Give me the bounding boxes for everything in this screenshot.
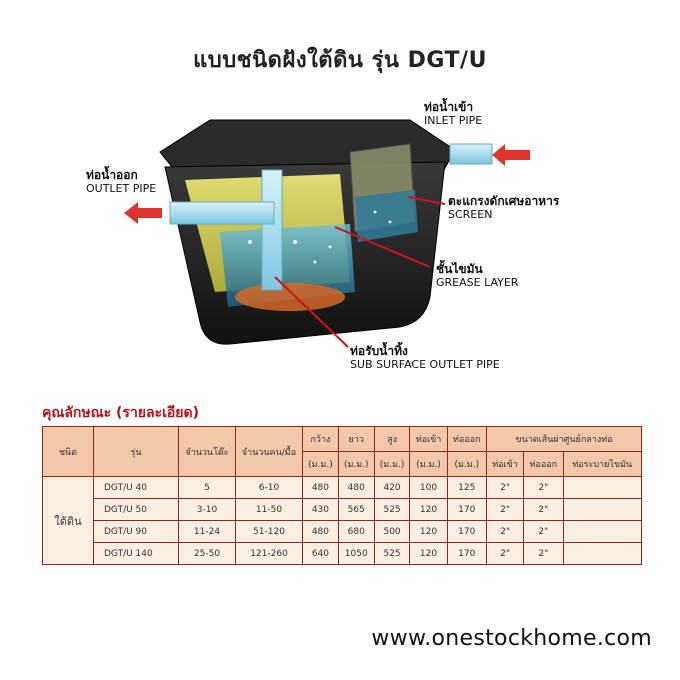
col-sub-drain: ท่อระบายไขมัน — [562, 451, 643, 477]
col-persons: จำนวนคน/มื้อ — [235, 426, 303, 477]
cell-outlet: 170 — [446, 498, 488, 521]
table-row: DGT/U 50 3-10 11-50 430 565 525 120 170 … — [43, 498, 643, 521]
col-diameter-group: ขนาดเส้นผ่าศูนย์กลางท่อ — [486, 426, 642, 452]
leader-lines — [274, 196, 446, 348]
website-url: www.onestockhome.com — [371, 626, 652, 651]
screen-water — [355, 190, 418, 242]
col-type: ชนิด — [42, 426, 94, 477]
callout-screen-th: ตะแกรงดักเศษอาหาร — [448, 194, 560, 208]
cell-width: 480 — [302, 476, 339, 499]
callout-outlet: ท่อน้ำออก OUTLET PIPE — [86, 168, 156, 196]
cell-height: 525 — [373, 498, 411, 521]
callout-inlet-th: ท่อน้ำเข้า — [424, 100, 474, 114]
callout-grease: ชั้นไขมัน GREASE LAYER — [436, 262, 518, 290]
sludge — [235, 283, 345, 311]
cell-tables: 11-24 — [178, 520, 236, 543]
unit-outlet: (ม.ม.) — [446, 451, 488, 477]
spec-table: ชนิด รุ่น จำนวนโต๊ะ จำนวนคน/มื้อ กว้าง ย… — [42, 426, 643, 565]
inlet-arrow — [492, 144, 530, 166]
cell-d-in: 2" — [485, 542, 525, 565]
cell-width: 430 — [302, 498, 339, 521]
outlet-pipe-horizontal — [169, 201, 275, 225]
cell-outlet: 170 — [446, 520, 488, 543]
cell-d-out: 2" — [523, 542, 564, 565]
cell-model: DGT/U 50 — [93, 498, 179, 521]
cell-d-out: 2" — [523, 476, 564, 499]
col-height: สูง — [373, 426, 411, 452]
cell-height: 525 — [373, 542, 411, 565]
cell-persons: 121-260 — [235, 542, 303, 565]
cell-inlet: 120 — [409, 498, 448, 521]
cell-length: 480 — [337, 476, 375, 499]
table-row: DGT/U 140 25-50 121-260 640 1050 525 120… — [43, 542, 643, 565]
outlet-arrow — [124, 202, 162, 224]
unit-inlet: (ม.ม.) — [409, 451, 448, 477]
callout-subsurface: ท่อรับน้ำทิ้ง SUB SURFACE OUTLET PIPE — [350, 344, 500, 372]
cell-d-in: 2" — [485, 476, 525, 499]
cell-d-drain — [562, 520, 643, 543]
col-sub-outlet: ท่อออก — [523, 451, 564, 477]
unit-width: (ม.ม.) — [302, 451, 339, 477]
cell-persons: 11-50 — [235, 498, 303, 521]
callout-outlet-th: ท่อน้ำออก — [86, 168, 138, 182]
type-cell: ใต้ดิน — [42, 476, 94, 565]
col-model: รุ่น — [93, 426, 179, 477]
col-inlet: ท่อเข้า — [409, 426, 448, 452]
cell-tables: 3-10 — [178, 498, 236, 521]
callout-subsurface-th: ท่อรับน้ำทิ้ง — [350, 344, 408, 358]
table-row: ใต้ดิน DGT/U 40 5 6-10 480 480 420 100 1… — [42, 476, 643, 565]
callout-subsurface-en: SUB SURFACE OUTLET PIPE — [350, 358, 500, 371]
cell-outlet: 125 — [446, 476, 488, 499]
table-row: DGT/U 90 11-24 51-120 480 680 500 120 17… — [43, 520, 643, 543]
inlet-pipe — [449, 143, 493, 165]
cell-inlet: 120 — [409, 542, 448, 565]
col-outlet: ท่อออก — [446, 426, 488, 452]
cell-d-drain — [562, 542, 643, 565]
unit-length: (ม.ม.) — [337, 451, 375, 477]
cell-inlet: 120 — [409, 520, 448, 543]
cell-persons: 51-120 — [235, 520, 303, 543]
callout-inlet: ท่อน้ำเข้า INLET PIPE — [424, 100, 482, 128]
cell-inlet: 100 — [409, 476, 448, 499]
callout-outlet-en: OUTLET PIPE — [86, 182, 157, 195]
cell-width: 480 — [302, 520, 339, 543]
callout-grease-en: GREASE LAYER — [436, 276, 519, 289]
unit-height: (ม.ม.) — [373, 451, 411, 477]
spec-heading: คุณลักษณะ (รายละเอียด) — [42, 405, 199, 421]
cell-tables: 25-50 — [178, 542, 236, 565]
cell-outlet: 170 — [446, 542, 488, 565]
cell-d-out: 2" — [523, 498, 564, 521]
cell-length: 565 — [337, 498, 375, 521]
col-length: ยาว — [337, 426, 375, 452]
cell-persons: 6-10 — [235, 476, 303, 499]
cell-d-drain — [562, 476, 643, 499]
cell-width: 640 — [302, 542, 339, 565]
page-title: แบบชนิดฝังใต้ดิน รุ่น DGT/U — [193, 48, 487, 73]
grease-trap-diagram — [124, 119, 530, 348]
callout-screen: ตะแกรงดักเศษอาหาร SCREEN — [448, 194, 559, 222]
callout-screen-en: SCREEN — [448, 208, 493, 221]
cell-model: DGT/U 140 — [93, 542, 179, 565]
cell-d-in: 2" — [485, 520, 525, 543]
cell-d-drain — [562, 498, 643, 521]
cell-length: 680 — [337, 520, 375, 543]
col-sub-inlet: ท่อเข้า — [485, 451, 525, 477]
cell-length: 1050 — [337, 542, 375, 565]
cell-model: DGT/U 90 — [93, 520, 179, 543]
cell-d-in: 2" — [485, 498, 525, 521]
callout-grease-th: ชั้นไขมัน — [436, 262, 483, 276]
cell-height: 500 — [373, 520, 411, 543]
cell-model: DGT/U 40 — [93, 476, 179, 499]
outlet-pipe-vertical — [261, 169, 283, 291]
cell-d-out: 2" — [523, 520, 564, 543]
cell-tables: 5 — [178, 476, 236, 499]
callout-inlet-en: INLET PIPE — [424, 114, 483, 127]
col-width: กว้าง — [302, 426, 339, 452]
cell-height: 420 — [373, 476, 411, 499]
col-tables: จำนวนโต๊ะ — [178, 426, 236, 477]
